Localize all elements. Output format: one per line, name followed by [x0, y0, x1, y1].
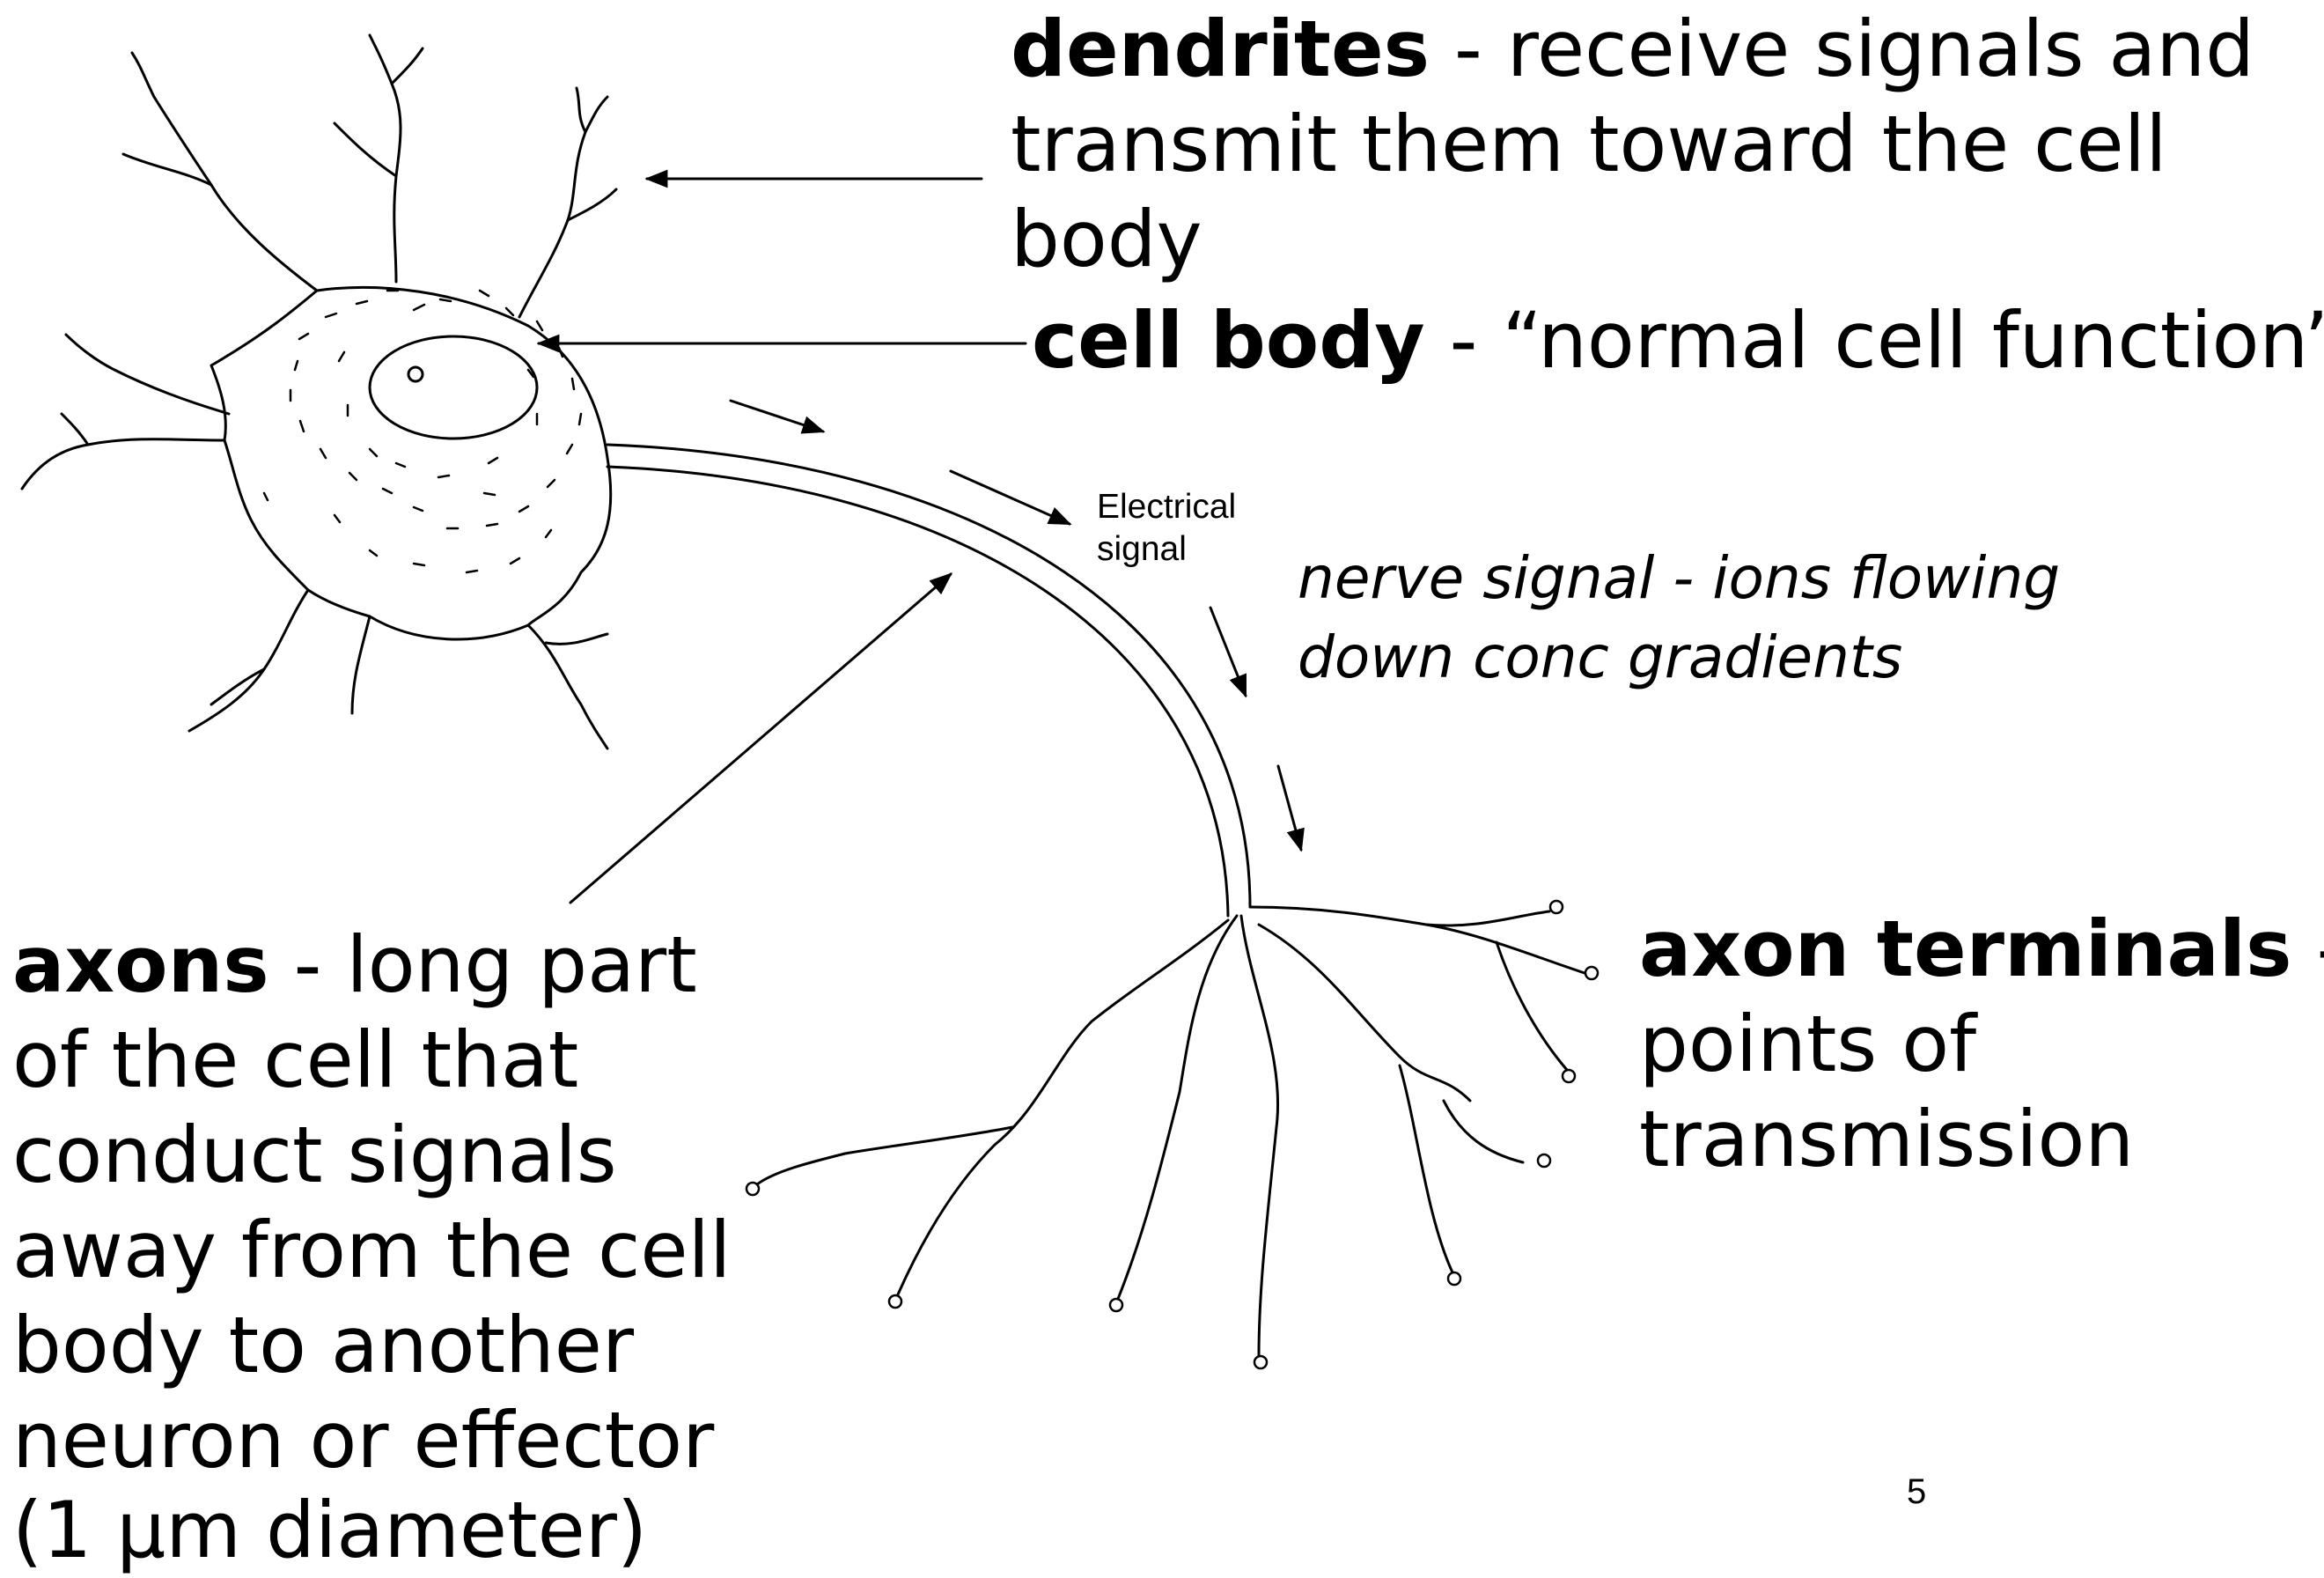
axon-terminals-term: axon terminals [1639, 903, 2291, 994]
axons-desc-6: neuron or effector [12, 1393, 714, 1488]
axons-desc-7: (1 µm diameter) [12, 1483, 647, 1578]
axons-desc-4: away from the cell [12, 1203, 731, 1298]
axon-terminals-desc-2: points of [1639, 997, 1976, 1092]
cytoplasm-granules [264, 291, 581, 572]
axon-terminals-desc-1: - [2291, 903, 2324, 994]
cell-body-term: cell body [1032, 295, 1425, 386]
electrical-signal-line2: signal [1097, 528, 1187, 571]
axons-desc-1: - long part [269, 919, 697, 1010]
dendrites-label: dendrites - receive signals and [1011, 2, 2254, 97]
axons-desc-2: of the cell that [12, 1013, 578, 1108]
axons-label: axons - long part [12, 918, 697, 1013]
signal-direction-arrows [731, 401, 1301, 850]
dendrites-desc-3: body [1011, 192, 1202, 287]
cell-body-desc: - “normal cell function” [1425, 295, 2324, 386]
axons-desc-3: conduct signals [12, 1108, 617, 1203]
nucleolus [408, 367, 423, 381]
axon-terminal-branches [757, 907, 1585, 1356]
page-number: 5 [1907, 1472, 1926, 1512]
nerve-signal-line2: down conc gradients [1298, 618, 1902, 697]
axons-term: axons [12, 919, 269, 1010]
axon-terminals-label: axon terminals - [1639, 902, 2324, 997]
axon-pointer [570, 574, 951, 903]
axon-terminals-desc-3: transmission [1639, 1092, 2134, 1187]
nerve-signal-line1: nerve signal - ions flowing [1298, 539, 2060, 618]
dendrites-desc-1: - receive signals and [1430, 4, 2254, 94]
cell-body-label: cell body - “normal cell function” [1032, 293, 2324, 388]
nucleus [370, 336, 537, 439]
cell-body-outline [211, 287, 611, 639]
dendrites-desc-2: transmit them toward the cell [1011, 97, 2167, 192]
axons-desc-5: body to another [12, 1298, 634, 1393]
dendrites [22, 35, 616, 748]
dendrites-term: dendrites [1011, 4, 1430, 94]
electrical-signal-line1: Electrical [1097, 486, 1236, 528]
